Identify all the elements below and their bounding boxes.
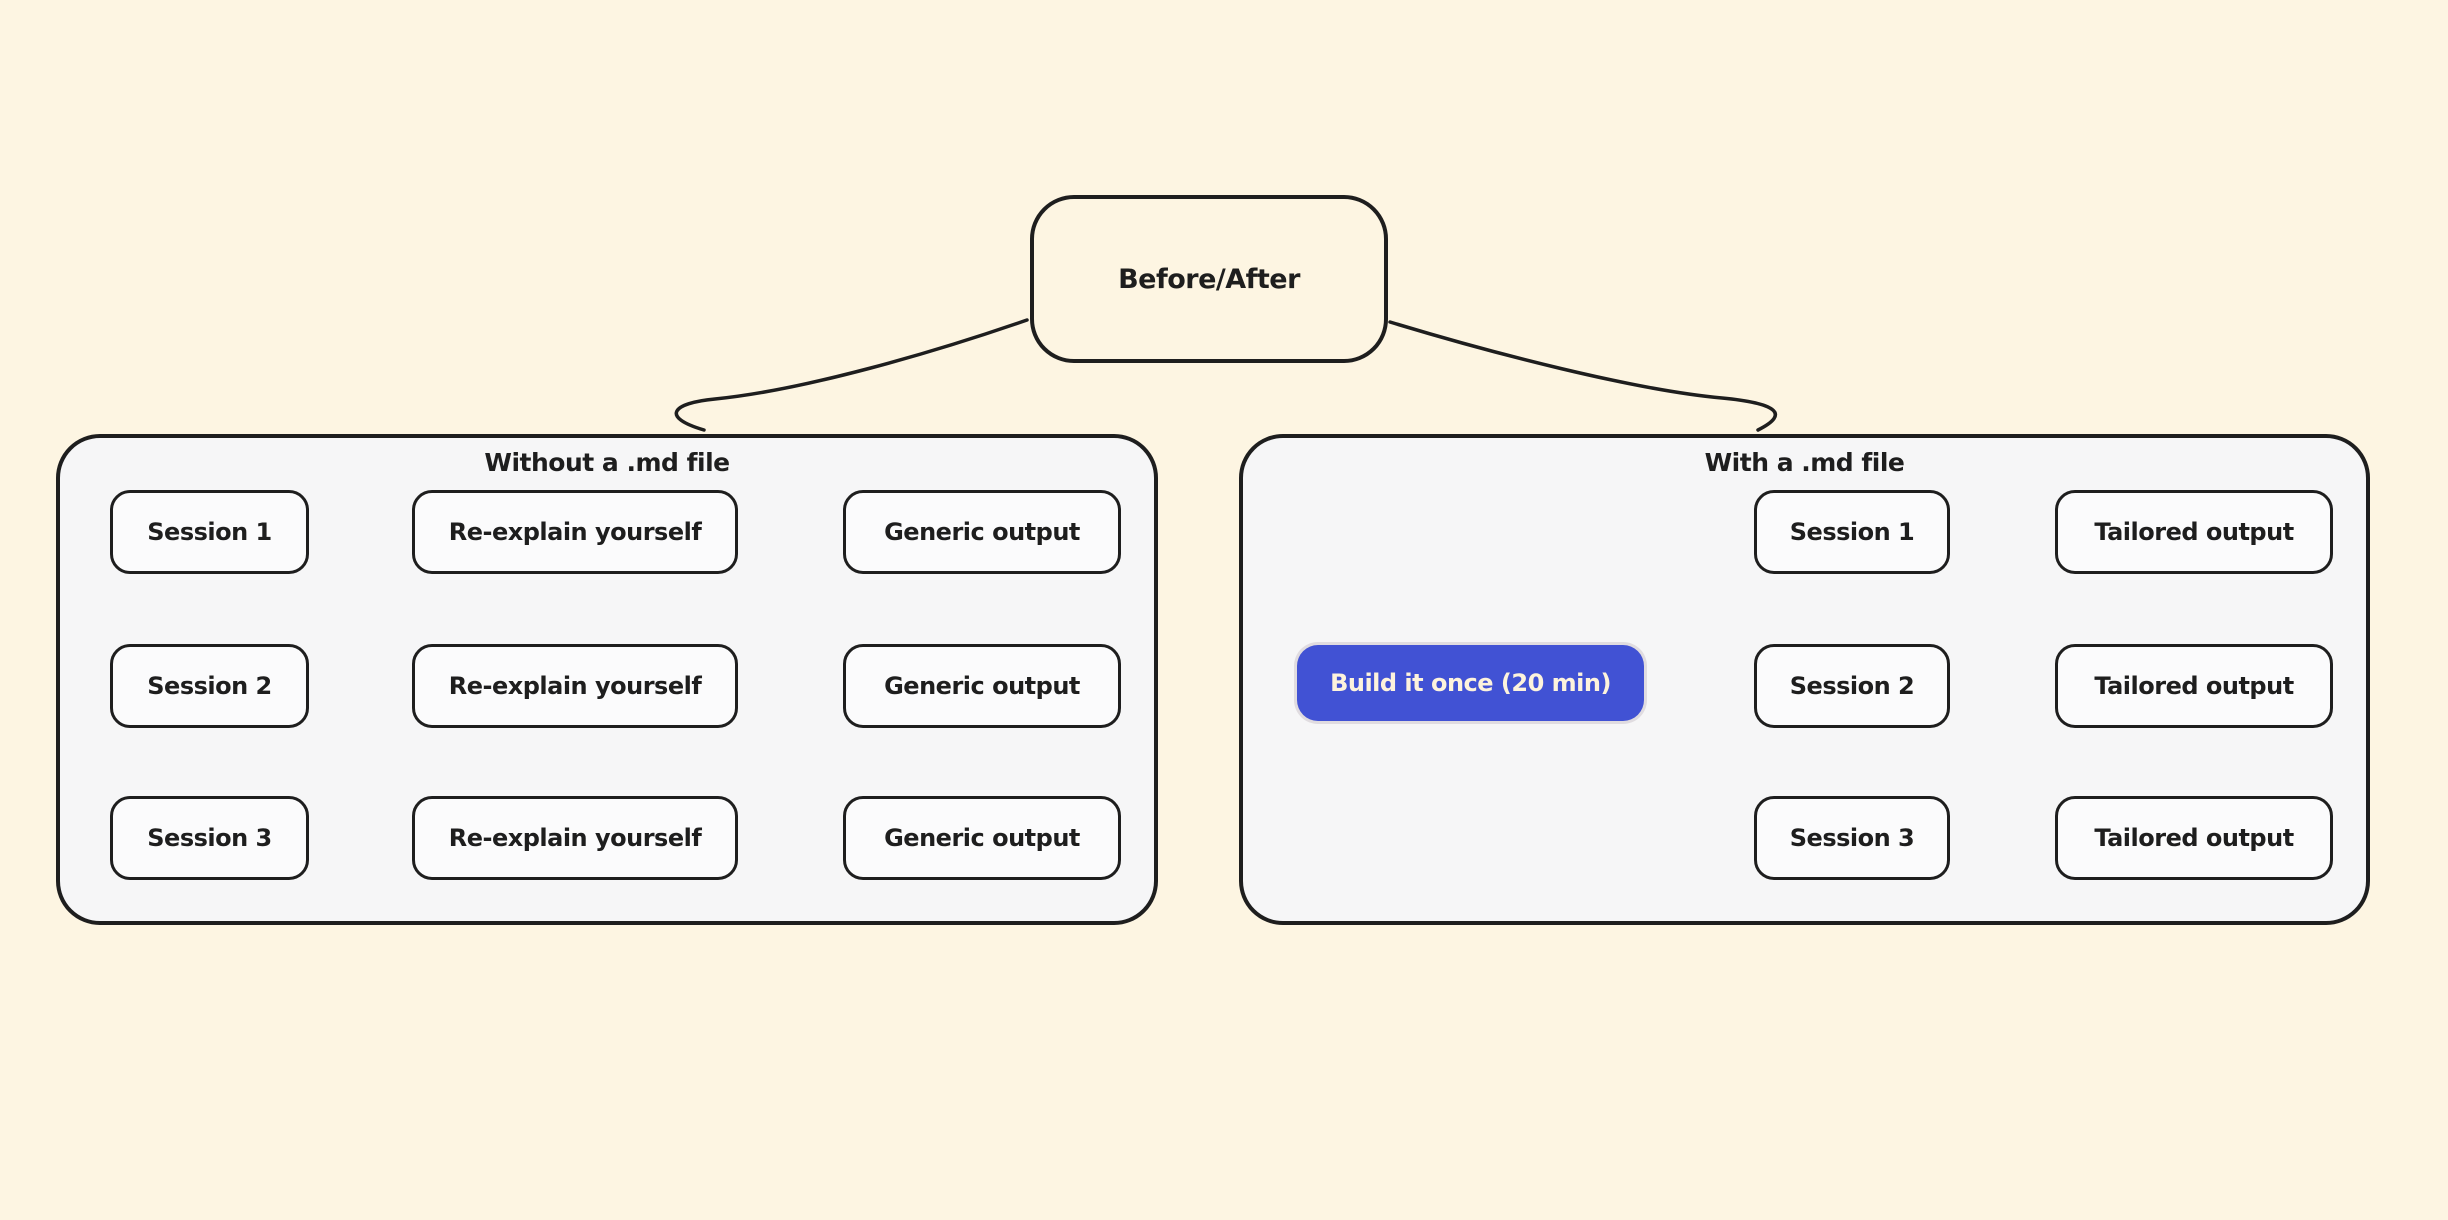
session-box: Session 3: [1754, 796, 1950, 880]
tailored-output-box: Tailored output: [2055, 490, 2333, 574]
session-box: Session 1: [1754, 490, 1950, 574]
reexplain-box: Re-explain yourself: [412, 490, 738, 574]
build-it-once-box: Build it once (20 min): [1294, 642, 1647, 724]
generic-output-box: Generic output: [843, 644, 1121, 728]
session-box: Session 2: [1754, 644, 1950, 728]
panel-title: With a .md file: [1704, 448, 1905, 477]
tailored-output-box: Tailored output: [2055, 796, 2333, 880]
panel-title: Without a .md file: [484, 448, 730, 477]
reexplain-box: Re-explain yourself: [412, 644, 738, 728]
root-node-label: Before/After: [1118, 263, 1300, 295]
with-md-panel: With a .md file Build it once (20 min) S…: [1239, 434, 2370, 925]
session-box: Session 1: [110, 490, 309, 574]
tailored-output-box: Tailored output: [2055, 644, 2333, 728]
root-node-before-after: Before/After: [1030, 195, 1388, 363]
session-box: Session 3: [110, 796, 309, 880]
without-md-panel: Without a .md file Session 1 Re-explain …: [56, 434, 1158, 925]
reexplain-box: Re-explain yourself: [412, 796, 738, 880]
generic-output-box: Generic output: [843, 796, 1121, 880]
root-to-left-connector: [674, 318, 1029, 432]
generic-output-box: Generic output: [843, 490, 1121, 574]
session-box: Session 2: [110, 644, 309, 728]
root-to-right-connector: [1388, 320, 1778, 432]
